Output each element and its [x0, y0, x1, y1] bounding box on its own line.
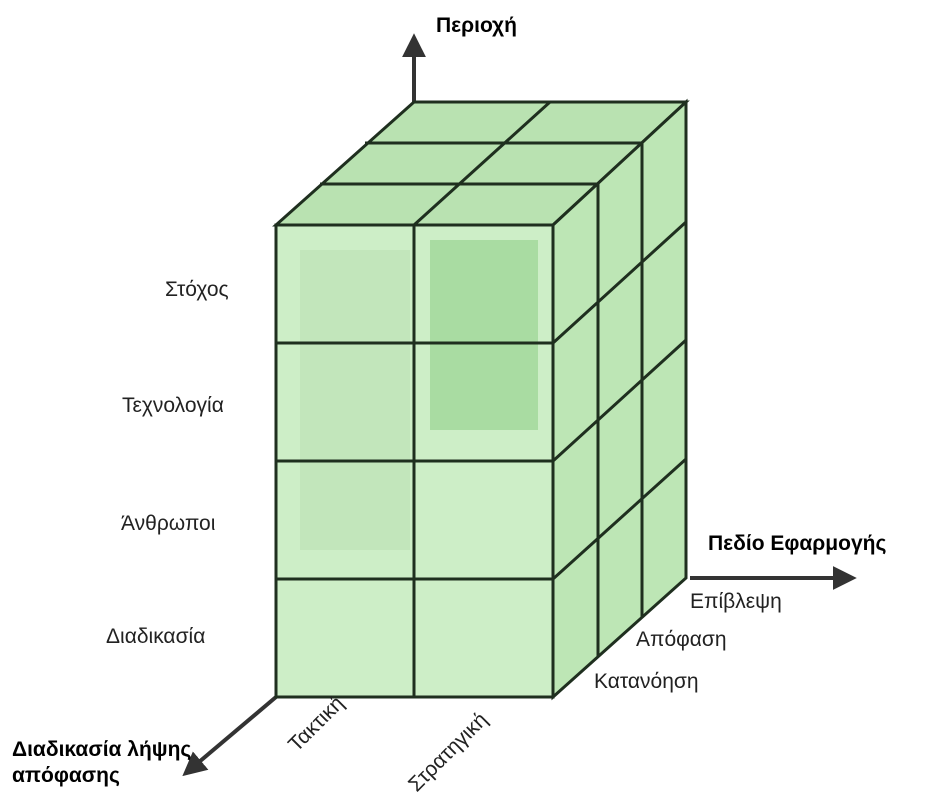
- depth-label-decision: Απόφαση: [636, 628, 727, 651]
- depth-axis-title: Πεδίο Εφαρμογής: [708, 532, 887, 555]
- top-grid: [320, 100, 642, 227]
- side-grid: [551, 143, 688, 657]
- row-label-process: Διαδικασία: [106, 625, 206, 648]
- depth-label-supervision: Επίβλεψη: [690, 590, 782, 613]
- front-grid: [276, 225, 553, 697]
- row-label-people: Άνθρωποι: [121, 512, 216, 535]
- horizontal-axis-arrow: [182, 695, 278, 777]
- row-label-goal: Στόχος: [165, 278, 229, 301]
- top-width-line: [412, 100, 552, 227]
- side-hline-2: [551, 338, 688, 463]
- side-hline-1: [551, 220, 688, 345]
- horizontal-axis-title-line2: απόφασης: [12, 764, 120, 787]
- front-highlight-1: [430, 240, 538, 430]
- side-hline-3: [551, 457, 688, 581]
- vertical-axis-title: Περιοχή: [436, 14, 517, 37]
- depth-label-understanding: Κατανόηση: [594, 670, 699, 693]
- row-label-technology: Τεχνολογία: [122, 394, 224, 417]
- front-highlight-2: [300, 250, 410, 550]
- horizontal-axis-title-line1: Διαδικασία λήψης: [12, 738, 192, 761]
